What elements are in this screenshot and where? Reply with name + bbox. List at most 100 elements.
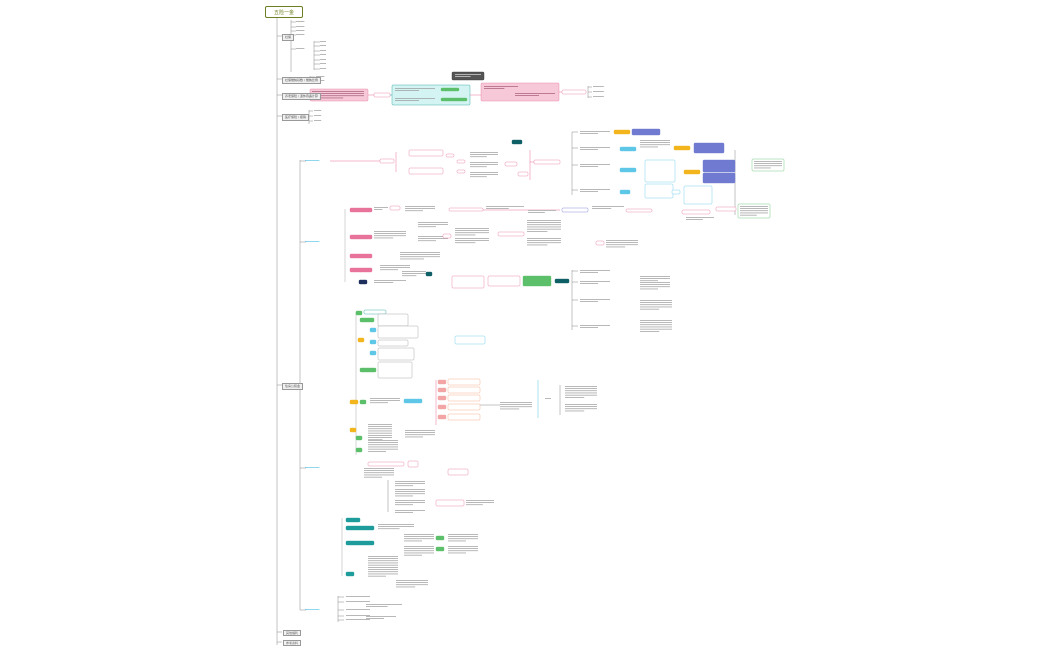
bottom-item-1[interactable]: 其他福利	[283, 630, 302, 636]
branch-base-ratio[interactable]: 社保缴纳基数 / 缴纳比例	[282, 77, 321, 84]
indigo-node[interactable]	[631, 128, 661, 136]
green-tag[interactable]	[355, 447, 363, 453]
salmon-tag[interactable]	[437, 379, 447, 385]
subtree-node[interactable]	[367, 461, 405, 467]
indigo-node[interactable]	[693, 142, 725, 154]
branch-medical[interactable]: 医疗保险 / 报销	[282, 114, 309, 121]
pink-tag[interactable]	[349, 267, 373, 273]
grey-outline-node[interactable]	[377, 347, 415, 361]
tag-node[interactable]	[445, 153, 455, 158]
orange-outline-node[interactable]	[447, 386, 481, 394]
subtree-node[interactable]	[408, 149, 444, 157]
green-tag[interactable]	[435, 546, 445, 552]
blue-tag[interactable]	[403, 398, 423, 404]
pension-result-node[interactable]	[561, 89, 587, 95]
subtree-node[interactable]	[435, 499, 465, 507]
pink-outline-node[interactable]	[451, 275, 485, 289]
yellow-tag[interactable]	[357, 337, 365, 343]
tag-node[interactable]	[671, 189, 681, 195]
green-tag[interactable]	[355, 310, 363, 316]
teal-tag[interactable]	[345, 525, 375, 531]
dark-teal-node[interactable]	[554, 278, 570, 284]
branch-pension[interactable]: 养老保险 / 退休待遇计算	[282, 93, 321, 100]
teal-tag[interactable]	[345, 540, 375, 546]
dark-tag[interactable]	[425, 271, 433, 277]
tag-node[interactable]	[442, 233, 452, 239]
navy-tag[interactable]	[358, 279, 368, 285]
tag-node[interactable]	[517, 171, 529, 177]
blue-tag[interactable]	[619, 167, 637, 173]
grey-outline-node[interactable]	[377, 361, 413, 379]
green-tag[interactable]	[359, 367, 377, 373]
salmon-tag[interactable]	[437, 404, 447, 410]
orange-outline-node[interactable]	[447, 394, 481, 402]
tag-node[interactable]	[595, 240, 605, 246]
subtree-node[interactable]	[447, 468, 469, 476]
pink-tag[interactable]	[349, 234, 373, 240]
orange-outline-node[interactable]	[447, 378, 481, 386]
green-tag[interactable]	[355, 435, 363, 441]
dark-note-node[interactable]	[451, 71, 485, 81]
tag-node[interactable]	[389, 205, 401, 211]
yellow-tag[interactable]	[683, 169, 701, 175]
salmon-tag[interactable]	[437, 387, 447, 393]
tag-node[interactable]	[504, 161, 518, 167]
indigo-node[interactable]	[702, 172, 736, 184]
bottom-item-2[interactable]: 参考资料	[283, 640, 302, 646]
grey-outline-node[interactable]	[377, 313, 409, 327]
yellow-tag[interactable]	[349, 427, 357, 433]
node-text	[378, 524, 414, 525]
pink-tag[interactable]	[349, 253, 373, 259]
grey-outline-node[interactable]	[377, 339, 409, 347]
yellow-tag[interactable]	[349, 399, 359, 405]
subtree-node[interactable]	[681, 209, 711, 215]
subtree-node[interactable]	[497, 231, 525, 237]
green-tag[interactable]	[359, 317, 375, 323]
blue-tag[interactable]	[369, 339, 377, 345]
pension-pink-box[interactable]	[480, 82, 560, 102]
tag-node[interactable]	[407, 460, 419, 468]
grey-outline-node[interactable]	[377, 325, 419, 339]
indigo-outline-node[interactable]	[561, 207, 589, 213]
salmon-tag[interactable]	[437, 414, 447, 420]
teal-tag[interactable]	[345, 517, 361, 523]
node-text	[580, 147, 610, 148]
teal-outline-node[interactable]	[363, 309, 387, 315]
tag-node[interactable]	[456, 159, 466, 164]
pink-outline-node[interactable]	[487, 275, 521, 287]
pink-tag[interactable]	[349, 207, 373, 213]
root-node[interactable]: 五险一金	[265, 6, 303, 18]
subtree-node[interactable]	[533, 159, 561, 165]
green-node[interactable]	[522, 275, 552, 287]
yellow-tag[interactable]	[613, 129, 631, 135]
blue-tag[interactable]	[619, 146, 637, 152]
yellow-tag[interactable]	[673, 145, 691, 151]
blue-outline-node[interactable]	[644, 183, 674, 199]
orange-outline-node[interactable]	[447, 413, 481, 421]
subtree-node[interactable]	[715, 206, 737, 212]
green-tag[interactable]	[359, 399, 367, 405]
subtree-node[interactable]	[625, 208, 653, 213]
subtree-node[interactable]	[408, 167, 444, 175]
blue-outline-node[interactable]	[644, 159, 676, 183]
blue-tag[interactable]	[369, 350, 377, 356]
indigo-node[interactable]	[702, 159, 736, 173]
pension-label-node[interactable]	[373, 92, 391, 98]
salmon-tag[interactable]	[437, 395, 447, 401]
green-tag[interactable]	[440, 87, 460, 92]
blue-outline-node[interactable]	[683, 185, 713, 205]
green-outline-node[interactable]	[751, 158, 785, 172]
branch-housing-fund[interactable]: 住房公积金	[282, 383, 304, 390]
blue-outline-node[interactable]	[454, 335, 486, 345]
teal-tag[interactable]	[345, 571, 355, 577]
subtree-node[interactable]	[448, 207, 484, 212]
blue-tag[interactable]	[619, 189, 631, 195]
dark-teal-node[interactable]	[511, 139, 523, 145]
green-tag[interactable]	[440, 97, 468, 102]
orange-outline-node[interactable]	[447, 403, 481, 411]
subtree-node[interactable]	[379, 158, 395, 164]
tag-node[interactable]	[456, 169, 466, 174]
branch-social-insurance[interactable]: 社保	[282, 34, 295, 41]
blue-tag[interactable]	[369, 327, 377, 333]
green-tag[interactable]	[435, 535, 445, 541]
